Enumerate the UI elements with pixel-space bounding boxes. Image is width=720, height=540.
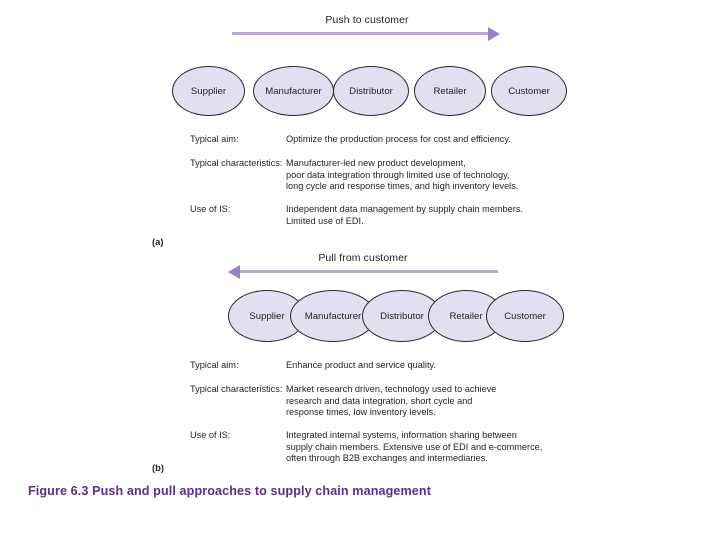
pull-arrow-group: Pull from customer bbox=[228, 252, 498, 286]
attribute-value: Independent data management by supply ch… bbox=[286, 204, 523, 227]
chain-node-label: Retailer bbox=[433, 85, 467, 97]
panel-marker-a: (a) bbox=[152, 236, 164, 247]
push-arrow-line bbox=[232, 32, 490, 35]
pull-arrow-line bbox=[240, 270, 498, 273]
attribute-label: Use of IS: bbox=[190, 430, 231, 440]
attribute-value: Optimize the production process for cost… bbox=[286, 134, 511, 146]
attribute-value: Integrated internal systems, information… bbox=[286, 430, 542, 465]
attribute-line: response times, low inventory levels. bbox=[286, 407, 436, 418]
chain-node-label: Manufacturer bbox=[304, 310, 362, 322]
attribute-line: long cycle and response times, and high … bbox=[286, 181, 519, 192]
chain-node: Retailer bbox=[414, 66, 486, 116]
chain-node-label: Retailer bbox=[449, 310, 483, 322]
chain-node-label: Distributor bbox=[349, 85, 393, 97]
panel-marker-b: (b) bbox=[152, 462, 164, 473]
chain-node: Manufacturer bbox=[253, 66, 334, 116]
attribute-line: research and data integration, short cyc… bbox=[286, 395, 473, 406]
chain-node: Distributor bbox=[333, 66, 409, 116]
attribute-label: Use of IS: bbox=[190, 204, 231, 214]
chain-node: Customer bbox=[491, 66, 567, 116]
attribute-label: Typical aim: bbox=[190, 360, 239, 370]
attribute-line: supply chain members. Extensive use of E… bbox=[286, 441, 543, 452]
attribute-line: Manufacturer-led new product development… bbox=[286, 158, 466, 168]
attribute-label: Typical characteristics: bbox=[190, 158, 283, 168]
chain-node-label: Manufacturer bbox=[265, 85, 322, 97]
attribute-label: Typical aim: bbox=[190, 134, 239, 144]
attribute-line: Independent data management by supply ch… bbox=[286, 204, 523, 214]
chain-node-label: Distributor bbox=[380, 310, 424, 322]
attribute-line: Market research driven, technology used … bbox=[286, 384, 497, 394]
pull-arrow-label: Pull from customer bbox=[318, 252, 408, 264]
chain-node: Supplier bbox=[172, 66, 245, 116]
chain-node-label: Supplier bbox=[190, 85, 227, 97]
chain-node-label: Customer bbox=[504, 310, 546, 322]
attribute-line: Limited use of EDI. bbox=[286, 215, 364, 226]
attribute-value: Enhance product and service quality. bbox=[286, 360, 436, 372]
attribute-line: Integrated internal systems, information… bbox=[286, 430, 517, 440]
chain-node: Manufacturer bbox=[290, 290, 376, 342]
attribute-line: often through B2B exchanges and intermed… bbox=[286, 453, 488, 464]
chain-node-label: Supplier bbox=[249, 310, 285, 322]
attribute-line: Optimize the production process for cost… bbox=[286, 134, 511, 144]
attribute-value: Market research driven, technology used … bbox=[286, 384, 496, 419]
figure-caption: Figure 6.3 Push and pull approaches to s… bbox=[28, 484, 431, 498]
attribute-value: Manufacturer-led new product development… bbox=[286, 158, 518, 193]
push-arrow-group: Push to customer bbox=[232, 14, 502, 48]
pull-arrow-head bbox=[228, 264, 240, 279]
attribute-label: Typical characteristics: bbox=[190, 384, 283, 394]
attribute-line: poor data integration through limited us… bbox=[286, 169, 510, 180]
attribute-line: Enhance product and service quality. bbox=[286, 360, 436, 370]
push-arrow-head bbox=[488, 26, 500, 41]
push-arrow-label: Push to customer bbox=[325, 14, 409, 26]
chain-node: Customer bbox=[486, 290, 564, 342]
chain-node-label: Customer bbox=[508, 85, 550, 97]
